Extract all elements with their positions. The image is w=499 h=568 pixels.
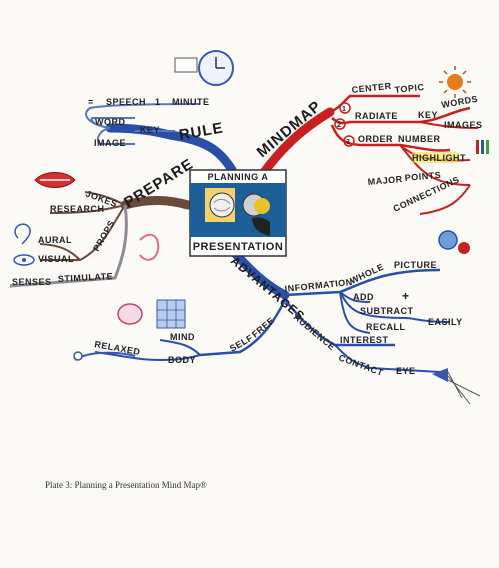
prepare-aural: AURAL — [38, 235, 72, 245]
adv-contact: CONTACT — [337, 352, 384, 377]
mindmap-sub-connections — [419, 184, 471, 215]
rule-branch — [105, 123, 237, 175]
mindmap-label: MINDMAP — [254, 97, 325, 161]
prepare-stimulate: STIMULATE — [58, 271, 114, 284]
rule-key: KEY — [140, 125, 160, 135]
eye-icon-left — [13, 254, 35, 266]
building-icon — [156, 299, 186, 329]
mindmap-highlight: HIGHLIGHT — [412, 153, 466, 163]
figure-caption: Plate 3: Planning a Presentation Mind Ma… — [45, 480, 207, 490]
rule-image: IMAGE — [94, 138, 126, 148]
brain-character-icon — [117, 303, 143, 325]
highlight-marker — [412, 152, 458, 163]
rule-equals: = — [88, 97, 94, 107]
adv-interest: INTEREST — [340, 335, 389, 345]
adv-sub-contact — [334, 344, 441, 373]
mindmap-circle-3 — [343, 135, 355, 147]
adv-sub-add — [339, 291, 371, 303]
mindmap-major: MAJOR — [367, 174, 403, 187]
mindmap-circle-2 — [334, 118, 346, 130]
adv-plus-sign: + — [402, 289, 410, 303]
highlighter-pens-icon — [476, 140, 489, 154]
prepare-props: PROPS — [91, 219, 117, 253]
mindmap-n1: 1 — [342, 106, 346, 113]
mindmap-words: WORDS — [441, 94, 479, 110]
rule-one: 1 — [155, 97, 161, 107]
adv-eye: EYE — [396, 366, 416, 376]
mindmap-sub-major — [399, 144, 471, 186]
mindmap-images: IMAGES — [444, 120, 483, 130]
adv-recall: RECALL — [366, 322, 406, 332]
center-title-bottom: PRESENTATION — [193, 241, 284, 253]
adv-sub-information — [284, 268, 441, 297]
center-title-top: PLANNING A — [208, 172, 269, 182]
adv-relaxed: RELAXED — [94, 339, 142, 357]
mindmap-center: CENTER — [351, 81, 392, 95]
prepare-sub-jokes — [84, 191, 126, 206]
prepare-sub-research — [49, 204, 126, 214]
lips-icon — [34, 172, 76, 188]
mindmap-n2: 2 — [337, 122, 341, 129]
adv-sub-self — [199, 299, 287, 357]
adv-body: BODY — [168, 355, 196, 365]
adv-subtract: SUBTRACT — [360, 306, 414, 316]
hand-icon — [139, 233, 160, 261]
mindmap-order: ORDER — [358, 134, 393, 144]
adv-easily: EASILY — [428, 317, 463, 327]
adv-audience: AUDIENCE — [292, 312, 338, 352]
prepare-sub-props — [40, 204, 126, 261]
mindmap-n3: 3 — [346, 139, 350, 146]
adv-mind: MIND — [170, 332, 195, 342]
rule-minute: MINUTE — [172, 97, 210, 107]
mindmap-circle-1 — [339, 102, 351, 114]
adv-sub-subtract — [339, 291, 451, 323]
rule-sub-word — [90, 117, 135, 129]
prepare-visual: VISUAL — [38, 254, 74, 264]
mindmap-points: POINTS — [404, 170, 441, 183]
mindmap-branch — [257, 107, 335, 180]
adv-add: ADD — [353, 292, 374, 302]
gears-icon — [438, 230, 470, 254]
adv-sub-mind — [159, 339, 201, 356]
mindmap-sub-images — [419, 121, 479, 129]
adv-free: FREE — [250, 315, 276, 339]
sun-icon — [439, 66, 471, 98]
eye-contact-icon — [432, 368, 481, 405]
adv-sub-audience — [284, 299, 395, 347]
mindmap-number: NUMBER — [398, 134, 441, 144]
rule-word: WORD — [95, 117, 126, 127]
mindmap-radiate: RADIATE — [355, 111, 398, 121]
ear-icon — [14, 223, 31, 245]
center-image — [189, 169, 287, 257]
mindmap-sub-order — [330, 124, 451, 152]
prepare-research: RESEARCH — [50, 204, 105, 214]
adv-sub-body — [159, 354, 201, 361]
adv-sub-recall — [339, 291, 371, 334]
prepare-sub-senses — [9, 204, 128, 288]
mindmap-sub-radiate — [331, 106, 471, 125]
prepare-sub-aural — [39, 243, 81, 261]
adv-picture: PICTURE — [394, 260, 437, 270]
rule-speech: SPEECH — [106, 97, 146, 107]
rule-sub-image — [97, 127, 135, 145]
prepare-senses: SENSES — [12, 277, 52, 287]
mindmap-key: KEY — [418, 110, 438, 120]
rule-label: RULE — [178, 119, 225, 144]
relaxed-figure-icon — [73, 351, 136, 361]
clock-icon — [174, 50, 234, 86]
prepare-branch — [120, 195, 193, 210]
mindmap-topic: TOPIC — [394, 82, 425, 95]
